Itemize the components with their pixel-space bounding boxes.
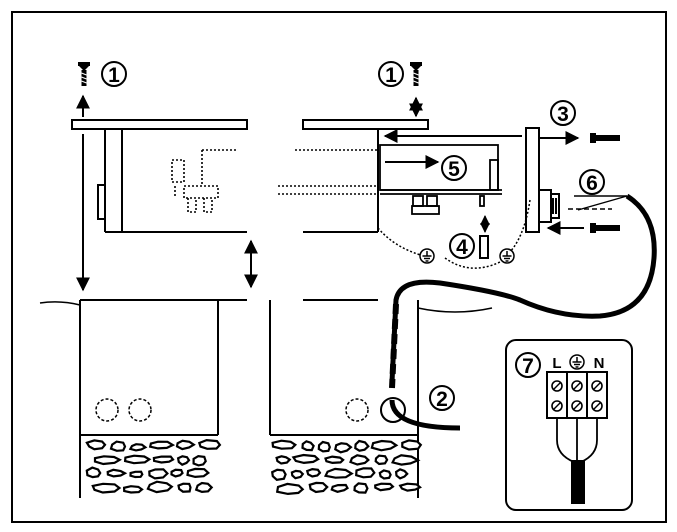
screw-icon <box>590 133 620 143</box>
hidden-parts <box>171 149 378 213</box>
stone-icon <box>128 443 148 452</box>
stone-icon <box>324 455 345 465</box>
stone-icon <box>317 440 331 453</box>
marker-3: 3 <box>550 100 576 126</box>
stone-icon <box>148 468 169 480</box>
stone-icon <box>270 468 287 481</box>
stone-icon <box>106 468 128 478</box>
stone-icon <box>85 439 107 451</box>
stone-icon <box>93 455 123 466</box>
screw-icon <box>590 223 620 233</box>
cable-holes <box>95 398 369 422</box>
terminal-label-neutral: N <box>594 355 605 372</box>
stone-icon <box>391 454 421 466</box>
wall-line <box>39 301 81 306</box>
stone-icon <box>186 467 211 479</box>
marker-7: 7 <box>515 352 541 378</box>
stone-icon <box>275 482 305 496</box>
marker-4: 4 <box>449 233 475 259</box>
stone-icon <box>308 481 329 494</box>
stone-icon <box>353 482 369 494</box>
svg-text:5: 5 <box>448 158 460 181</box>
mounting-bracket <box>525 127 560 233</box>
stone-icon <box>323 467 354 479</box>
stone-icon <box>394 468 409 480</box>
svg-text:4: 4 <box>456 236 468 259</box>
stone-icon <box>170 468 184 478</box>
stone-icon <box>129 470 144 479</box>
stone-icon <box>109 440 127 452</box>
stone-icon <box>275 455 292 465</box>
terminal-block-panel <box>505 339 633 511</box>
terminal-label-live: L <box>552 355 561 372</box>
stone-icon <box>401 439 423 451</box>
arrow-cable-6b <box>577 195 628 211</box>
stone-icon <box>370 439 399 452</box>
controller-box <box>379 144 502 215</box>
ground-symbol-icon <box>499 248 515 264</box>
stone-icon <box>122 485 144 494</box>
marker-5: 5 <box>441 155 467 181</box>
stone-icon <box>330 483 349 493</box>
stone-icon <box>398 482 422 492</box>
stone-icon <box>378 469 392 480</box>
stone-icon <box>374 454 389 466</box>
marker-1a: 1 <box>101 61 127 87</box>
svg-text:2: 2 <box>436 388 448 411</box>
screw-icon <box>77 61 91 87</box>
marker-2: 2 <box>429 385 455 411</box>
power-cable <box>389 193 657 383</box>
ground-symbol-icon <box>569 354 585 370</box>
stone-icon <box>305 467 322 478</box>
marker-6: 6 <box>579 169 605 195</box>
stone-icon <box>176 455 191 466</box>
stone-icon <box>334 442 353 454</box>
power-cable-lower <box>389 399 461 431</box>
stone-icon <box>197 438 222 450</box>
svg-text:1: 1 <box>108 64 120 87</box>
stone-icon <box>290 469 305 480</box>
stone-icon <box>301 440 315 452</box>
stone-icon <box>152 455 175 464</box>
wall-line <box>417 307 493 313</box>
stone-icon <box>194 481 214 494</box>
stone-icon <box>192 454 207 467</box>
outer-frame <box>11 11 667 523</box>
stone-icon <box>355 467 376 479</box>
stone-icon <box>291 453 320 465</box>
stone-icon <box>175 439 196 451</box>
stone-icon <box>354 439 370 452</box>
ground-wire <box>377 227 425 257</box>
svg-text:7: 7 <box>522 355 534 378</box>
stone-icon <box>374 482 395 492</box>
svg-text:1: 1 <box>385 64 397 87</box>
stone-icon <box>148 440 176 450</box>
stone-icon <box>271 439 298 450</box>
ground-wire <box>444 257 501 269</box>
stone-icon <box>349 454 370 466</box>
stone-icon <box>177 482 192 493</box>
ground-symbol-icon <box>419 248 435 264</box>
heater-body <box>79 299 419 498</box>
stone-bed <box>85 438 423 496</box>
svg-text:3: 3 <box>557 103 569 126</box>
marker-1b: 1 <box>378 61 404 87</box>
top-panel <box>71 119 429 233</box>
stone-icon <box>91 482 122 494</box>
stone-icon <box>85 466 102 479</box>
stone-icon <box>123 454 152 465</box>
stone-icon <box>146 480 174 494</box>
screw-icon <box>409 61 423 87</box>
svg-text:6: 6 <box>586 172 598 195</box>
sensor <box>479 235 489 259</box>
